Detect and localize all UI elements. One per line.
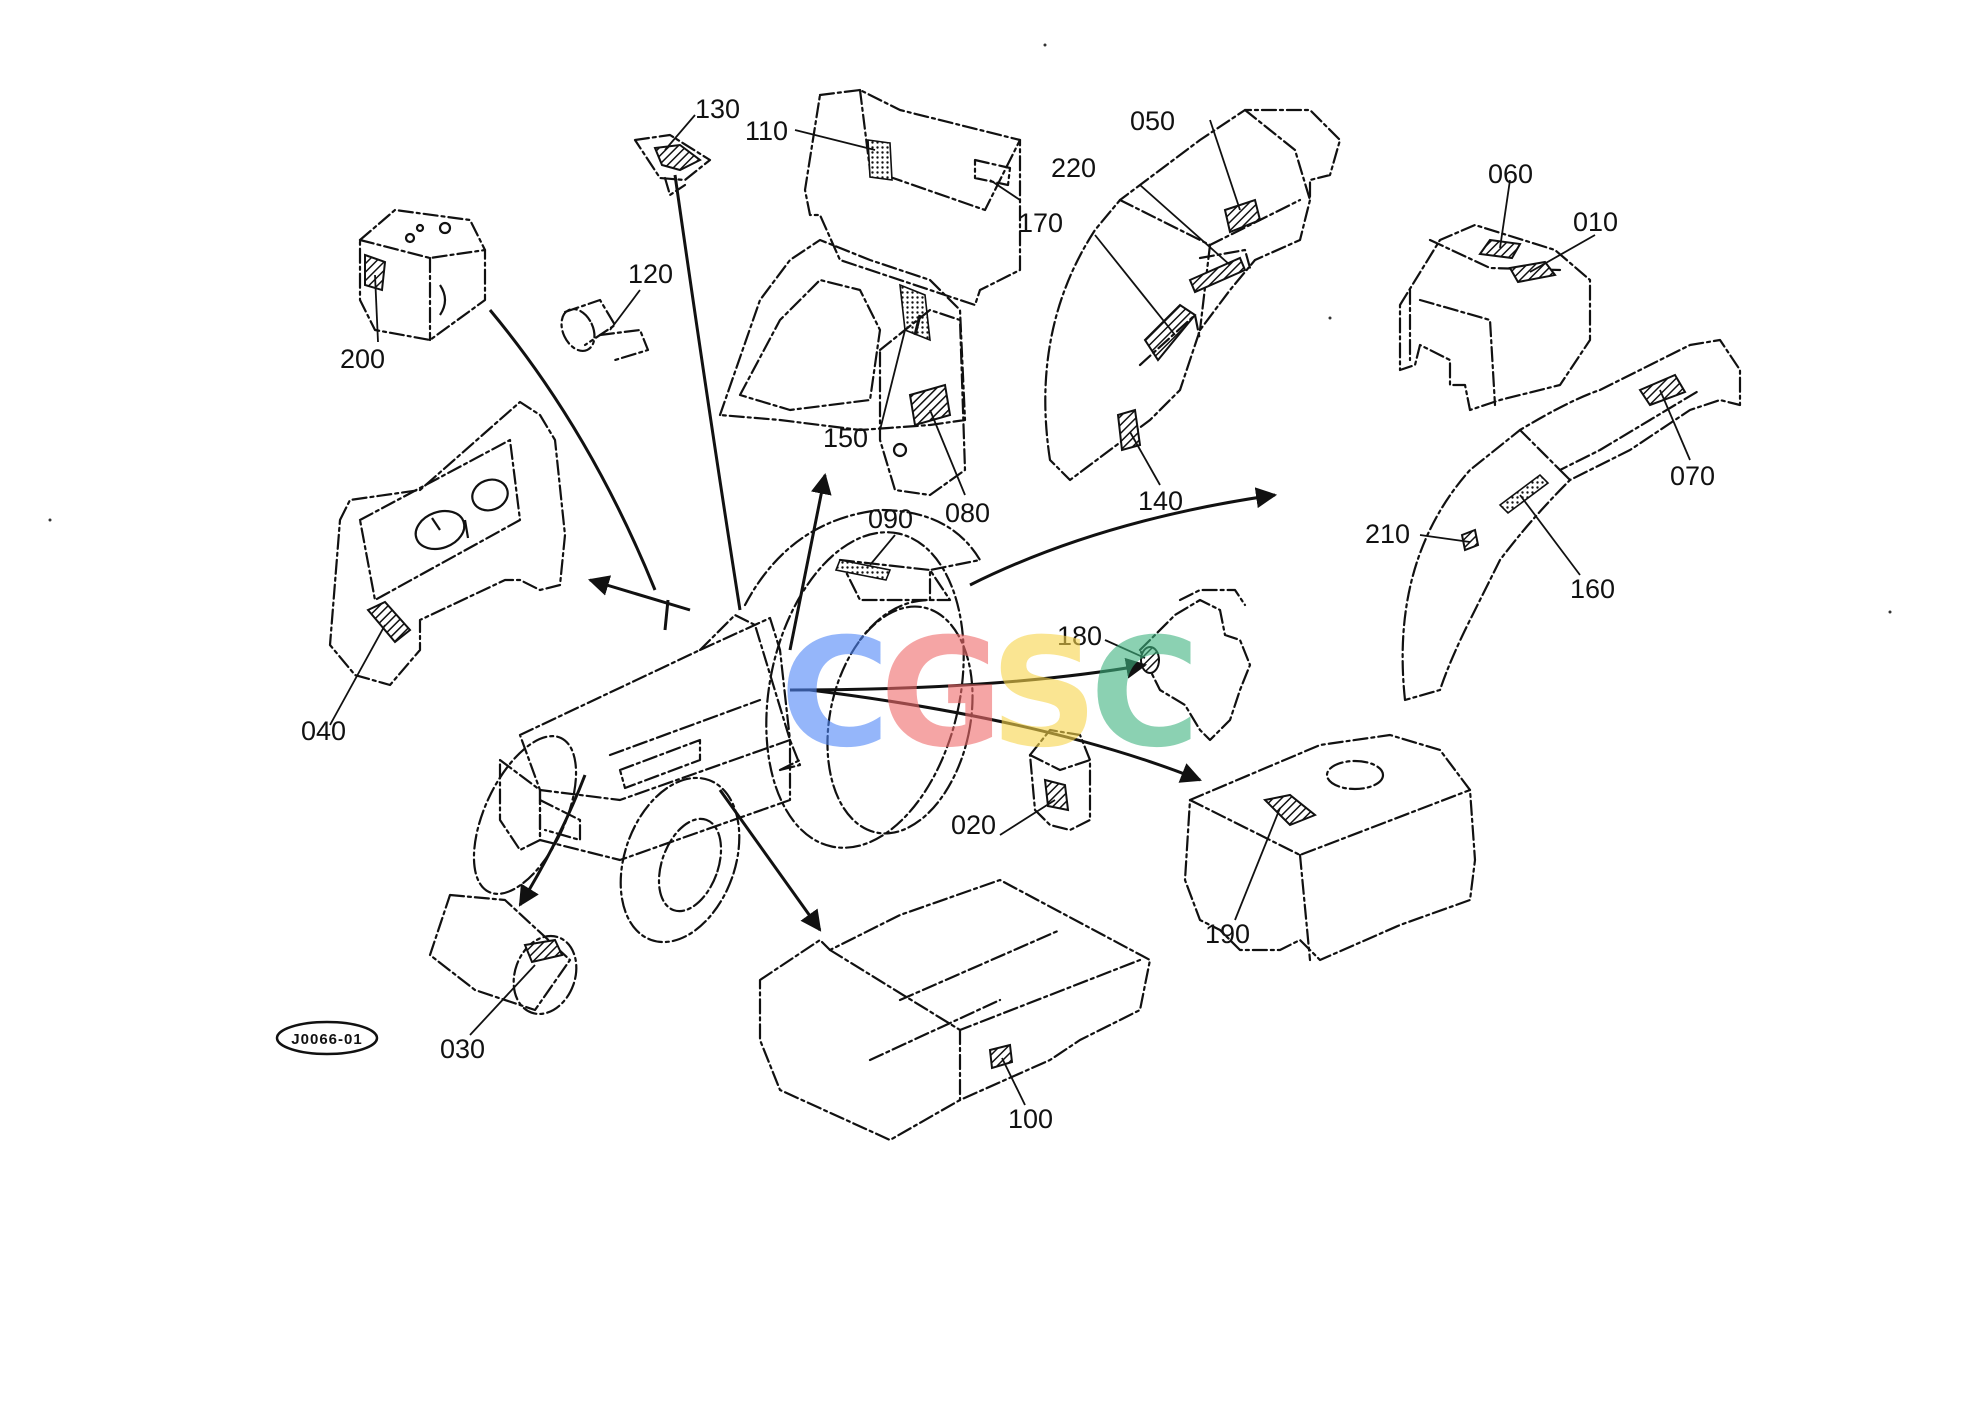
tractor-body — [472, 508, 982, 944]
assembly-arrows — [488, 174, 1278, 932]
callout-030: 030 — [440, 1034, 485, 1064]
callout-210: 210 — [1365, 519, 1410, 549]
callout-090: 090 — [868, 504, 913, 534]
callout-060: 060 — [1488, 159, 1533, 189]
part-decal-090 — [834, 559, 892, 581]
callout-020: 020 — [951, 810, 996, 840]
callout-190: 190 — [1205, 919, 1250, 949]
callout-120: 120 — [628, 259, 673, 289]
reference-badge: J0066-01 — [275, 1020, 379, 1056]
callout-010: 010 — [1573, 207, 1618, 237]
part-top-cover — [1398, 223, 1592, 412]
callout-labels: 010 020 030 040 050 060 070 080 090 100 … — [301, 94, 1715, 1134]
part-side-panel-upper — [803, 88, 1022, 307]
part-handle — [1138, 588, 1252, 742]
callout-170: 170 — [1018, 208, 1063, 238]
callout-070: 070 — [1670, 461, 1715, 491]
callout-150: 150 — [823, 423, 868, 453]
part-floor-plate — [758, 878, 1152, 1142]
callout-080: 080 — [945, 498, 990, 528]
reference-code: J0066-01 — [291, 1031, 362, 1048]
watermark-letter-4: C — [1090, 607, 1200, 781]
scan-specks — [48, 43, 1892, 614]
callout-040: 040 — [301, 716, 346, 746]
watermark: C G S C — [780, 607, 1200, 781]
callout-180: 180 — [1057, 621, 1102, 651]
callout-160: 160 — [1570, 574, 1615, 604]
leader-lines — [329, 114, 1691, 1106]
callout-220: 220 — [1051, 153, 1096, 183]
part-side-panel-lower — [718, 238, 967, 432]
part-filter — [428, 893, 578, 1016]
part-fender-left — [1044, 108, 1342, 482]
callout-100: 100 — [1008, 1104, 1053, 1134]
callout-130: 130 — [695, 94, 740, 124]
callout-050: 050 — [1130, 106, 1175, 136]
part-lever-grip — [633, 133, 712, 197]
watermark-letter-3: S — [990, 607, 1098, 781]
part-tank — [1183, 733, 1477, 962]
part-fender-right — [1401, 338, 1742, 702]
watermark-letter-1: C — [780, 607, 890, 781]
callout-200: 200 — [340, 344, 385, 374]
part-cover-080 — [878, 308, 967, 497]
callout-140: 140 — [1138, 486, 1183, 516]
part-dash-panel — [328, 400, 567, 687]
callout-110: 110 — [745, 116, 788, 146]
part-switch-box — [358, 208, 487, 342]
part-knob — [560, 298, 650, 362]
watermark-letter-2: G — [880, 607, 1003, 781]
